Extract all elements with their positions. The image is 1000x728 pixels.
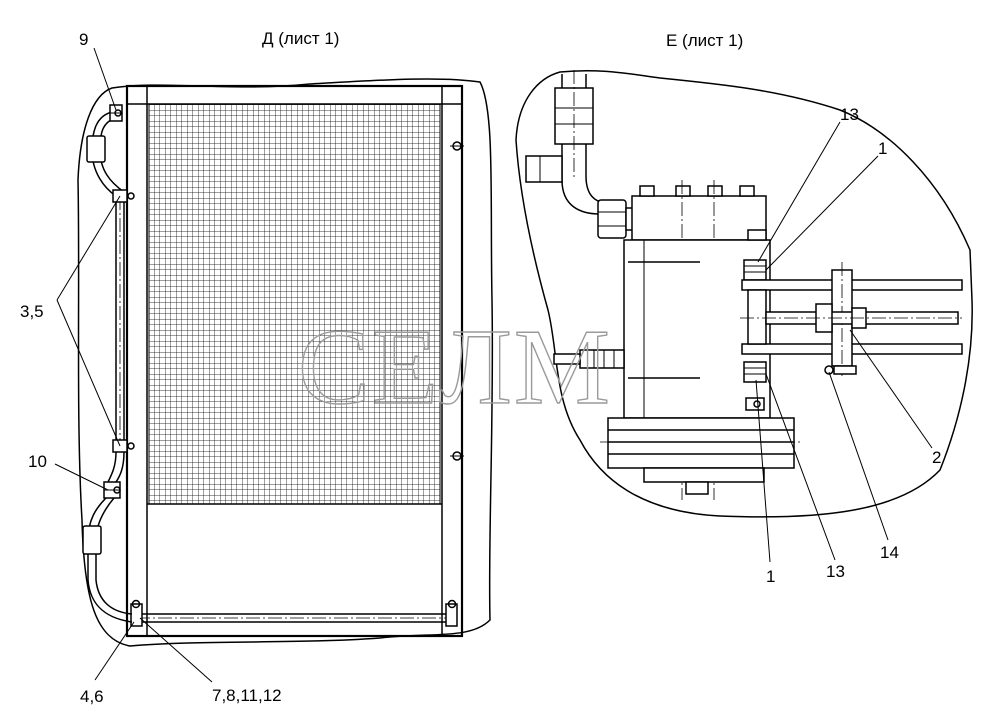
callout-3-5: 3,5 — [20, 302, 44, 321]
watermark: СЕЛМ — [298, 308, 612, 427]
bracket — [740, 259, 963, 411]
callout-10: 10 — [28, 452, 47, 471]
view-d — [77, 78, 494, 647]
radiator — [125, 84, 464, 638]
view-e-boundary — [515, 69, 973, 518]
callout-9: 9 — [79, 30, 88, 49]
view-d-boundary — [77, 78, 494, 647]
callout-2: 2 — [932, 448, 941, 467]
view-e-title: Е (лист 1) — [666, 31, 743, 50]
callout-4-6: 4,6 — [80, 687, 104, 706]
callout-14: 14 — [880, 543, 899, 562]
callout-13-top: 13 — [840, 105, 859, 124]
bottom-clamp-left — [130, 603, 143, 627]
hose-top — [525, 70, 639, 239]
pulley — [607, 417, 795, 469]
callout-13-bottom: 13 — [826, 562, 845, 581]
leader-lines — [54, 47, 933, 683]
view-e — [515, 69, 973, 518]
pipe-left — [82, 104, 135, 623]
compressor-head — [631, 195, 767, 241]
compressor — [553, 180, 800, 500]
callout-7-8-11-12: 7,8,11,12 — [212, 686, 282, 705]
bushing-top — [743, 259, 767, 281]
callout-1-top: 1 — [878, 139, 887, 158]
radiator-core-mesh — [148, 103, 441, 505]
bottom-clamp-right — [445, 603, 458, 627]
bushing-bottom — [743, 361, 767, 383]
view-d-title: Д (лист 1) — [262, 29, 339, 48]
callout-1-bottom: 1 — [766, 567, 775, 586]
radiator-frame — [125, 84, 464, 638]
